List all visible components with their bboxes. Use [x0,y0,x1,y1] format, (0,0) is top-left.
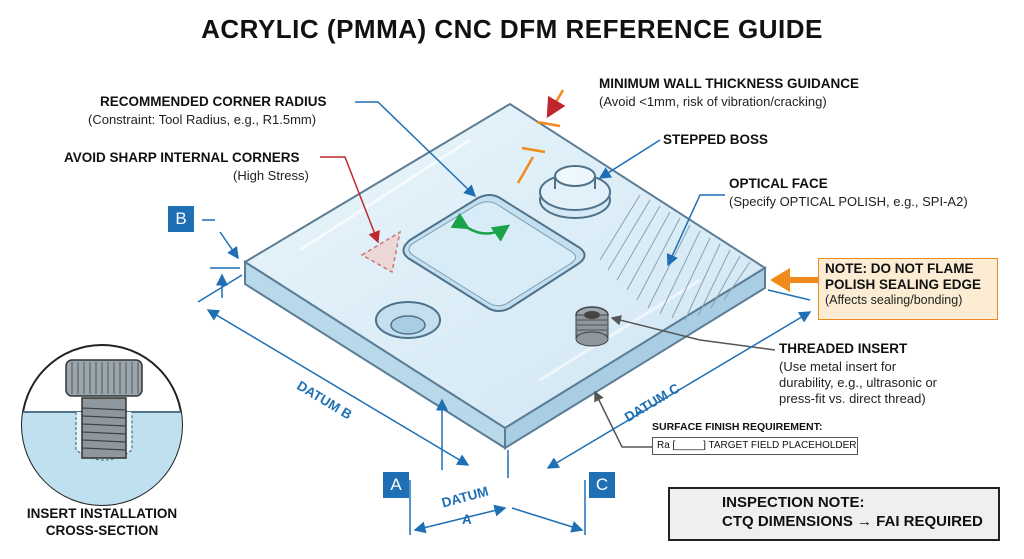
datum-dimensions [197,219,812,535]
threaded-insert [575,306,609,347]
datum-b-box: B [168,206,194,232]
sharp-corner-marker [360,230,402,274]
threaded-insert-detail-1: (Use metal insert for [779,359,897,374]
corner-radius-detail: (Constraint: Tool Radius, e.g., R1.5mm) [88,112,317,127]
sealing-edge-arrow [770,268,818,292]
stepped-boss-leader [598,139,661,179]
surface-finish-field[interactable]: Ra [_____] TARGET FIELD PLACEHOLDER [652,437,858,455]
sharp-corners-detail: (High Stress) [233,168,309,183]
sharp-corners-heading: AVOID SHARP INTERNAL CORNERS [64,150,300,165]
stepped-boss [539,165,611,219]
note-line-2: POLISH SEALING EDGE [825,277,982,292]
inset-label-2: CROSS-SECTION [45,523,159,538]
inspection-line-2: CTQ DIMENSIONS → FAI REQUIRED [722,513,983,530]
note-line-1: NOTE: DO NOT FLAME [825,261,974,276]
datum-c-box: C [589,472,615,498]
counterbore-hole [375,301,441,339]
threaded-insert-heading: THREADED INSERT [779,341,908,356]
corner-radius-heading: RECOMMENDED CORNER RADIUS [100,94,327,109]
wall-thickness-detail: (Avoid <1mm, risk of vibration/cracking) [599,94,827,109]
sealing-edge-note: NOTE: DO NOT FLAME POLISH SEALING EDGE (… [818,258,998,320]
corner-radius-leader [355,101,477,198]
optical-face-leader [666,194,725,267]
wall-thickness-markers [516,89,566,184]
inspection-line-1: INSPECTION NOTE: [722,494,865,511]
datum-a-label-2: A [462,512,472,527]
inspection-note: INSPECTION NOTE: CTQ DIMENSIONS → FAI RE… [668,487,1000,541]
note-detail: (Affects sealing/bonding) [825,293,963,307]
corner-radius-arrow [450,212,511,242]
wall-thickness-heading: MINIMUM WALL THICKNESS GUIDANCE [599,76,859,91]
threaded-insert-detail-3: press-fit vs. direct thread) [779,391,926,406]
datum-a-box: A [383,472,409,498]
inset-label-1: INSERT INSTALLATION [26,506,178,521]
page-title: ACRYLIC (PMMA) CNC DFM REFERENCE GUIDE [201,14,823,44]
optical-face-detail: (Specify OPTICAL POLISH, e.g., SPI-A2) [729,194,968,209]
insert-cross-section-inset [21,344,183,506]
threaded-insert-detail-2: durability, e.g., ultrasonic or [779,375,937,390]
surface-finish-heading: SURFACE FINISH REQUIREMENT: [652,421,823,433]
sharp-corner-leader [320,156,380,244]
pocket-feature [402,194,586,312]
optical-face-heading: OPTICAL FACE [729,176,828,191]
stepped-boss-heading: STEPPED BOSS [663,132,769,147]
optical-face-hatching [599,194,751,321]
